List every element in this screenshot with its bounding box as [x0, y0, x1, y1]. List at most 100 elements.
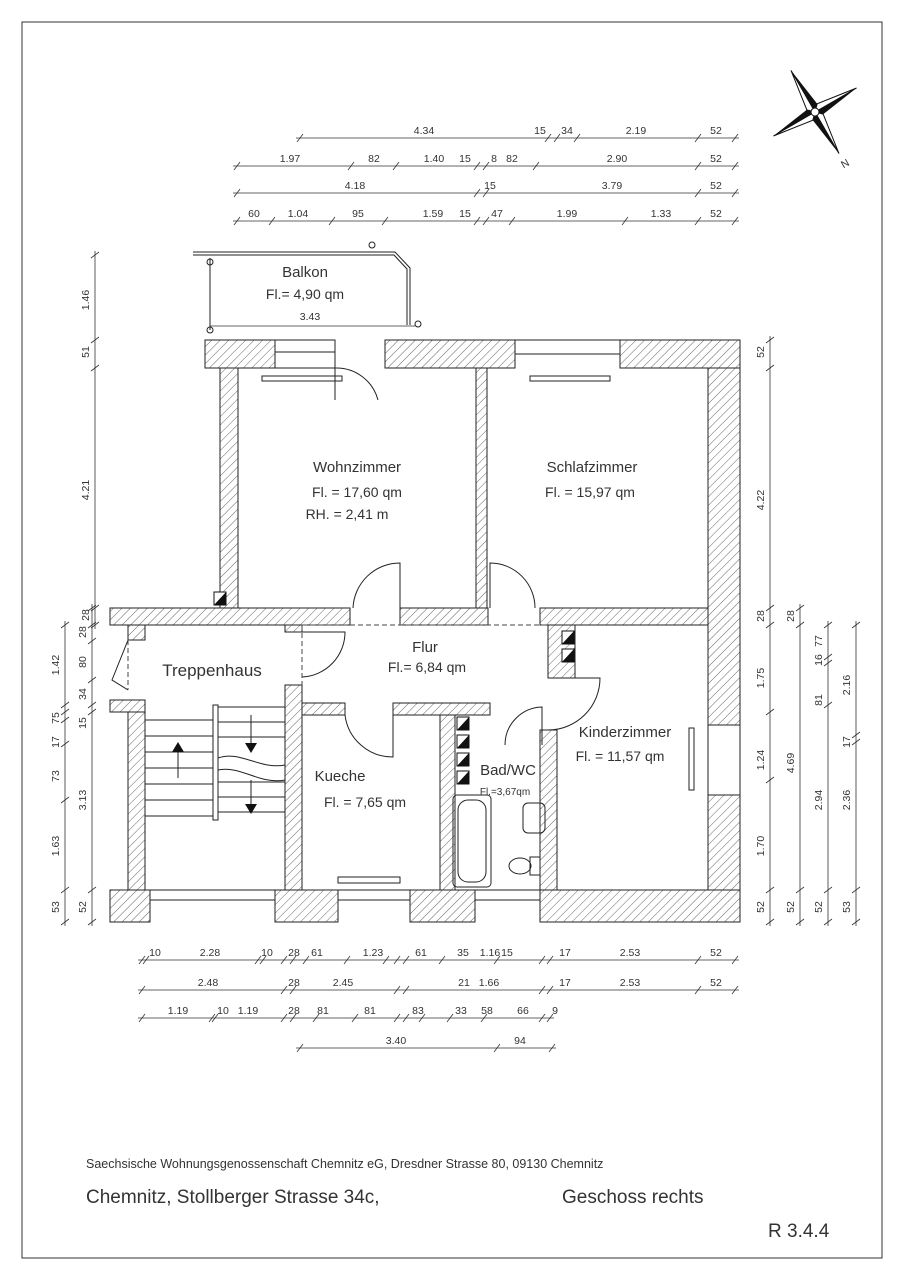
wall	[204, 339, 276, 369]
dimension-label: 52	[710, 947, 722, 959]
dimension-label: 1.16	[480, 947, 501, 959]
dimension-label: 4.22	[755, 490, 767, 511]
dimension-label: 2.28	[200, 947, 221, 959]
dimension-label: 3.79	[602, 180, 623, 192]
dimension-label: 10	[149, 947, 161, 959]
balkon-area: Fl.= 4,90 qm	[266, 286, 344, 302]
dimension-label: 77	[813, 635, 825, 647]
wall	[301, 702, 346, 716]
dimension-label: 1.24	[755, 750, 767, 771]
owner-text: Saechsische Wohnungsgenossenschaft Chemn…	[86, 1157, 603, 1171]
compass-rose-icon: N	[773, 70, 857, 170]
dimension-label: 4.69	[785, 753, 797, 774]
door	[344, 714, 394, 758]
dimension-label: 9	[552, 1005, 558, 1017]
dimension-label: 28	[288, 947, 300, 959]
dimension-label: 61	[311, 947, 323, 959]
dimension-label: 1.19	[238, 1005, 259, 1017]
arrow-down-icon	[245, 804, 257, 814]
radiator	[261, 375, 343, 382]
dimension-label: 1.66	[479, 977, 500, 989]
radiator	[688, 727, 695, 791]
door	[301, 631, 346, 678]
dimension-label: 10	[261, 947, 273, 959]
dimension-label: 2.45	[333, 977, 354, 989]
dimension-label: 80	[77, 656, 89, 668]
plan-code: R 3.4.4	[768, 1221, 830, 1242]
dimension-label: 1.40	[424, 153, 445, 165]
dimension-label: 2.19	[626, 125, 647, 137]
dimension-label: 82	[368, 153, 380, 165]
wohnzimmer-area: Fl. = 17,60 qm	[312, 484, 402, 500]
dimension-label: 1.23	[363, 947, 384, 959]
dimension-label: 15	[484, 180, 496, 192]
dimension-label: 52	[710, 208, 722, 220]
toilet	[508, 857, 532, 875]
schlafzimmer-area: Fl. = 15,97 qm	[545, 484, 635, 500]
wall	[109, 699, 146, 713]
kinderzimmer-label: Kinderzimmer	[579, 724, 672, 741]
dimension-label: 1.46	[80, 290, 92, 311]
treppenhaus-label: Treppenhaus	[162, 661, 262, 680]
dimension-label: 35	[457, 947, 469, 959]
dimension-label: 52	[813, 901, 825, 913]
dimension-label: 28	[288, 1005, 300, 1017]
staircase	[145, 704, 286, 821]
dimension-label: 2.16	[841, 675, 853, 696]
dimension-label: 8	[491, 153, 497, 165]
dimension-label: 1.42	[50, 655, 62, 676]
dimension-label: 75	[50, 712, 62, 724]
dimension-label: 51	[80, 346, 92, 358]
bathtub	[452, 794, 492, 888]
kueche-area: Fl. = 7,65 qm	[324, 794, 406, 810]
sink	[522, 802, 546, 834]
dimension-label: 52	[710, 125, 722, 137]
dimension-label: 73	[50, 770, 62, 782]
dimension-label: 2.90	[607, 153, 628, 165]
dimension-label: 2.48	[198, 977, 219, 989]
dimension-label: 81	[813, 694, 825, 706]
dimension-label: 2.36	[841, 790, 853, 811]
wall	[409, 889, 476, 923]
bad-area: Fl.=3,67qm	[480, 787, 530, 798]
dimension-label: 53	[841, 901, 853, 913]
wall	[392, 702, 491, 716]
dimension-label: 61	[415, 947, 427, 959]
wall	[127, 624, 146, 641]
dimension-label: 81	[364, 1005, 376, 1017]
wall	[284, 624, 303, 633]
balkon-width: 3.43	[300, 311, 321, 323]
flur-area: Fl.= 6,84 qm	[388, 659, 466, 675]
dimension-label: 2.94	[813, 790, 825, 811]
dimension-label: 81	[317, 1005, 329, 1017]
dimension-label: 52	[755, 346, 767, 358]
dimension-label: 2.53	[620, 977, 641, 989]
drawing-frame	[21, 21, 883, 1259]
dimension-label: 3.13	[77, 790, 89, 811]
dimension-label: 34	[77, 688, 89, 700]
wall	[399, 607, 489, 626]
door	[352, 562, 401, 609]
dimension-label: 17	[559, 977, 571, 989]
bad-label: Bad/WC	[480, 762, 536, 779]
wall	[284, 684, 303, 891]
dimension-label: 1.33	[651, 208, 672, 220]
dimension-label: 82	[506, 153, 518, 165]
wall	[219, 367, 239, 609]
dimension-label: 15	[501, 947, 513, 959]
dimension-label: 28	[77, 626, 89, 638]
dimension-label: 60	[248, 208, 260, 220]
wall	[707, 367, 741, 726]
arrow-down-icon	[245, 743, 257, 753]
door	[489, 562, 536, 609]
balcony	[193, 241, 422, 334]
walls	[109, 339, 741, 923]
wall	[384, 339, 516, 369]
balkon-label: Balkon	[282, 264, 328, 281]
dimension-label: 34	[561, 125, 573, 137]
floor-text: Geschoss rechts	[562, 1187, 704, 1208]
dimension-label: 3.40	[386, 1035, 407, 1047]
wall	[274, 889, 339, 923]
dimension-label: 15	[534, 125, 546, 137]
dimension-label: 58	[481, 1005, 493, 1017]
